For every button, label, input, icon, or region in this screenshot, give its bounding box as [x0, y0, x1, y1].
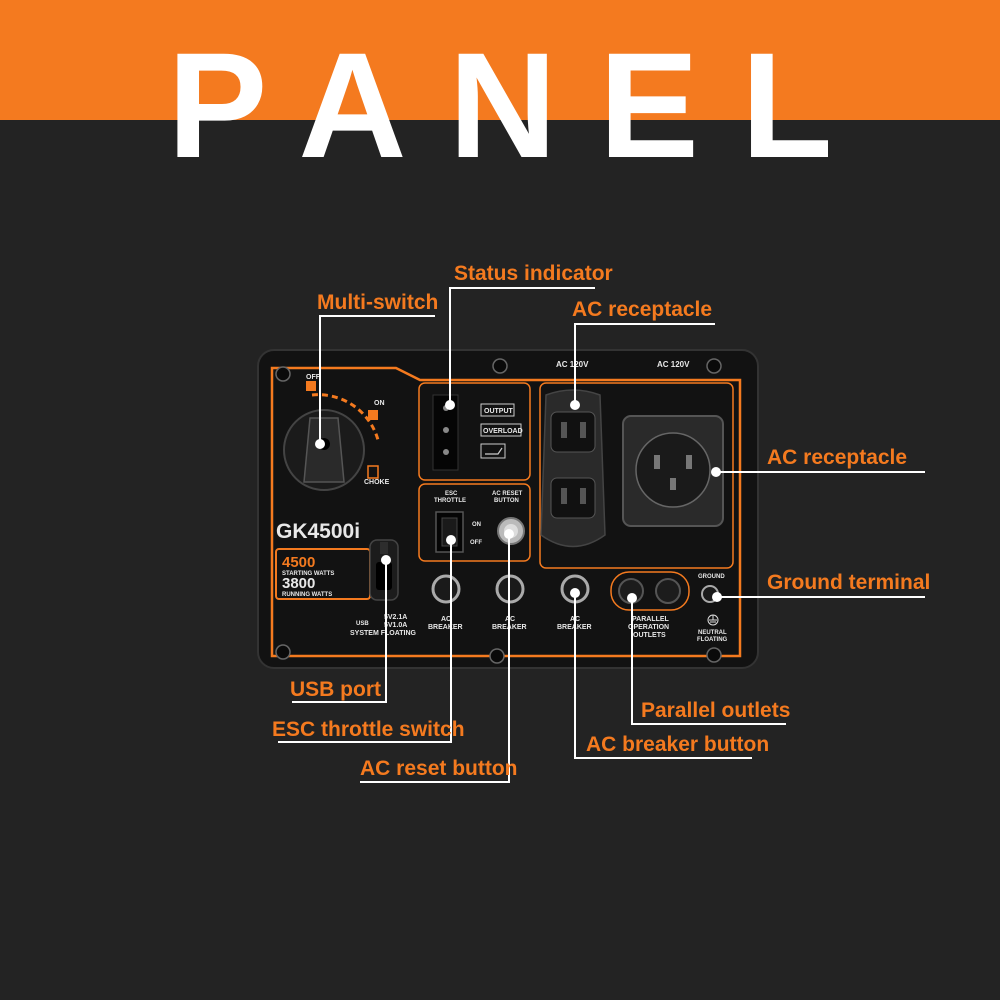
leader-ac-top: [574, 323, 715, 405]
esc-label-2: THROTTLE: [434, 498, 466, 504]
corner-screws: [275, 358, 722, 664]
breaker-2-label-1: AC: [505, 616, 515, 623]
output-label: OUTPUT: [484, 408, 514, 415]
ac-breakers: [431, 574, 590, 604]
switch-off-label: OFF: [306, 374, 321, 381]
toggle-off-label: OFF: [470, 540, 482, 546]
leader-usb: [292, 560, 387, 703]
running-watts-value: 3800: [282, 575, 315, 592]
switch-on-label: ON: [374, 400, 385, 407]
leader-esc: [278, 540, 452, 743]
status-box: [418, 382, 531, 481]
usb-spec-2: 5V1.0A: [384, 622, 407, 629]
ground-label: GROUND: [698, 574, 725, 580]
parallel-box: [610, 571, 690, 611]
ac-right-voltage: AC 120V: [657, 360, 690, 369]
leader-reset: [360, 534, 510, 783]
breaker-1-label-2: BREAKER: [428, 624, 463, 631]
callout-status-indicator: Status indicator: [454, 262, 613, 285]
callout-usb-port: USB port: [290, 678, 381, 701]
starting-watts-value: 4500: [282, 554, 315, 571]
leader-multi: [319, 315, 435, 444]
reset-label-2: BUTTON: [494, 498, 519, 504]
callout-ground-terminal: Ground terminal: [767, 571, 931, 594]
leader-parallel: [631, 598, 786, 725]
leader-status: [449, 287, 595, 405]
leader-dots: [315, 400, 722, 603]
esc-label-1: ESC: [445, 491, 458, 497]
breaker-1-label-1: AC: [441, 616, 451, 623]
esc-toggle-switch: [435, 511, 464, 553]
twist-lock-receptacle: [622, 415, 724, 527]
usb-port: [369, 539, 399, 601]
parallel-label-1: PARALLEL: [632, 616, 670, 623]
duplex-receptacle: [540, 389, 606, 548]
neutral-label-2: FLOATING: [697, 637, 728, 643]
ac-left-voltage: AC 120V: [556, 360, 589, 369]
multi-switch-dial: [283, 381, 380, 491]
reset-label-1: AC RESET: [492, 491, 523, 497]
running-watts-label: RUNNING WATTS: [282, 592, 332, 598]
parallel-label-3: OUTLETS: [633, 632, 666, 639]
system-floating-label: SYSTEM FLOATING: [350, 630, 417, 637]
callout-parallel-outlets: Parallel outlets: [641, 699, 791, 722]
model-name: GK4500i: [276, 520, 360, 543]
neutral-label-1: NEUTRAL: [698, 630, 727, 636]
ground-symbol-icon: [707, 614, 719, 626]
starting-watts-label: STARTING WATTS: [282, 571, 334, 577]
callout-esc-throttle-switch: ESC throttle switch: [272, 718, 465, 741]
switch-choke-label: CHOKE: [364, 479, 390, 486]
overload-label: OVERLOAD: [483, 428, 523, 435]
title-banner: [0, 0, 1000, 120]
leader-breaker: [574, 593, 752, 759]
usb-spec-1: 5V2.1A: [384, 614, 407, 621]
parallel-outlets-graphic: [618, 578, 681, 604]
callout-multi-switch: Multi-switch: [317, 291, 439, 314]
oil-icon: [480, 443, 506, 459]
ac-receptacle-box: [539, 382, 734, 569]
output-indicator: [480, 403, 515, 417]
callout-ac-receptacle-top: AC receptacle: [572, 298, 713, 321]
usb-icon-label: USB: [356, 621, 369, 627]
callout-ac-reset-button: AC reset button: [360, 757, 518, 780]
esc-reset-box: [418, 483, 531, 562]
leader-lines: [278, 287, 925, 783]
page-title: PANEL: [167, 21, 875, 189]
callout-ac-breaker-button: AC breaker button: [586, 733, 770, 756]
toggle-on-label: ON: [472, 522, 481, 528]
panel-trim: [270, 366, 742, 658]
parallel-label-2: OPERATION: [628, 624, 669, 631]
overload-indicator: [480, 423, 522, 437]
callout-ac-receptacle-right: AC receptacle: [767, 446, 908, 469]
